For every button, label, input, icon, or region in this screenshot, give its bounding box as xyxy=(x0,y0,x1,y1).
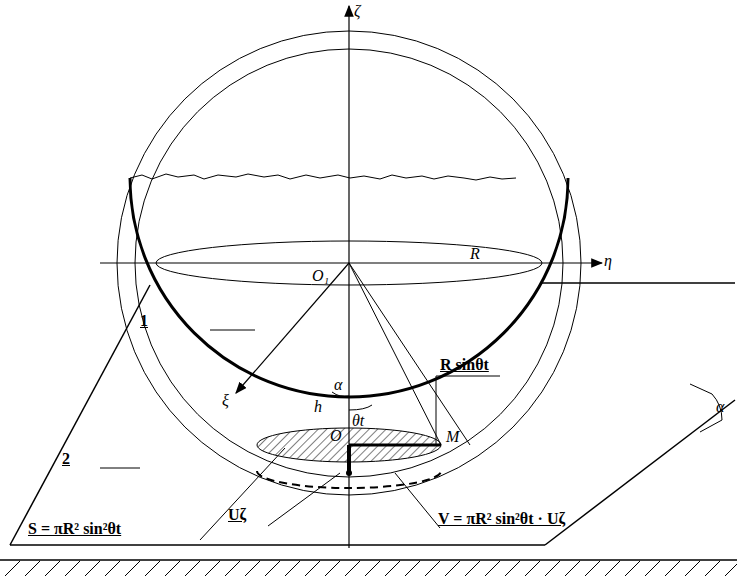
callout-label: V = πR² sin²θt · Uζ xyxy=(438,510,565,528)
symbol-label: α xyxy=(716,398,724,416)
callout-label: 2 xyxy=(62,450,70,468)
callout-label: Uζ xyxy=(228,506,246,524)
callout-label: R sinθt xyxy=(440,356,489,374)
symbol-label: α xyxy=(334,376,342,394)
symbol-label: O₁ xyxy=(312,267,329,285)
symbol-label: O xyxy=(330,427,342,445)
callout-label: 1 xyxy=(140,312,148,330)
symbol-label: η xyxy=(604,252,612,270)
symbol-label: ξ xyxy=(222,392,229,410)
symbol-label: ζ xyxy=(354,2,360,20)
symbol-label: θt xyxy=(352,412,364,430)
callout-label: S = πR² sin²θt xyxy=(28,520,121,538)
symbol-label: h xyxy=(314,398,322,416)
symbol-label: R xyxy=(470,245,480,263)
symbol-label: M xyxy=(446,428,459,446)
